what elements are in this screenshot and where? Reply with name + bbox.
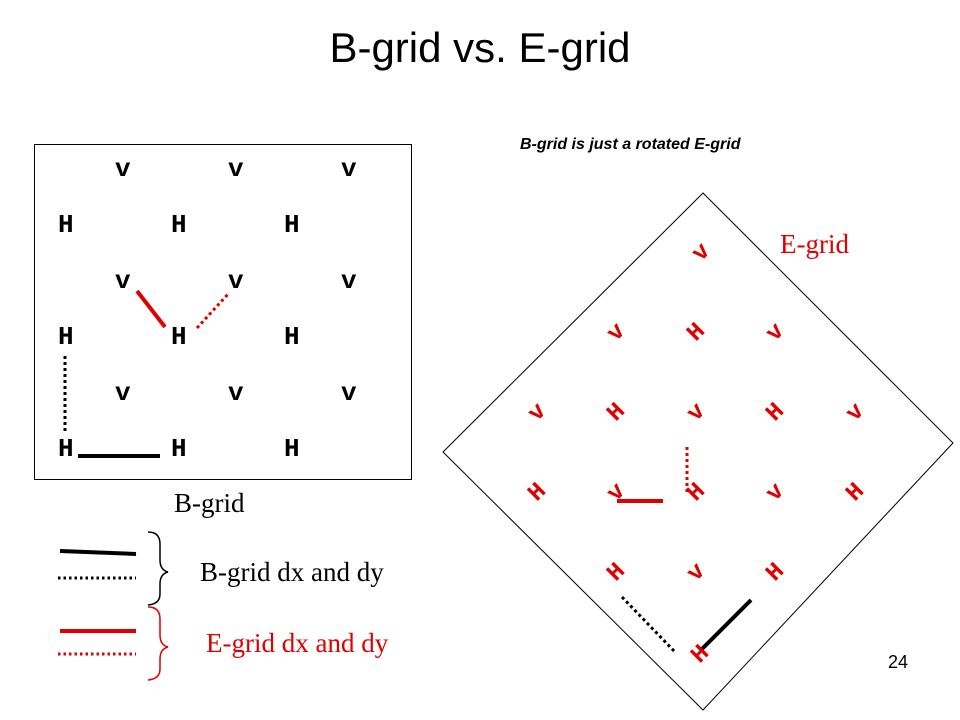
b-grid-label: B-grid bbox=[174, 488, 245, 518]
e-h-5: H bbox=[682, 478, 711, 507]
e-v-1: v bbox=[687, 238, 716, 267]
e-grid-legend-text: E-grid dx and dy bbox=[206, 628, 389, 658]
e-v-5: v bbox=[682, 398, 711, 427]
b-h-r2c1: H bbox=[58, 322, 74, 352]
b-v-r1c1: v bbox=[115, 154, 131, 184]
e-v-4: v bbox=[523, 398, 552, 427]
page-number: 24 bbox=[888, 652, 909, 672]
b-grid-legend-text: B-grid dx and dy bbox=[200, 557, 384, 587]
e-v-6: v bbox=[841, 398, 870, 427]
slide-title: B-grid vs. E-grid bbox=[329, 24, 631, 71]
e-v-3: v bbox=[761, 318, 790, 347]
e-v-8: v bbox=[761, 478, 790, 507]
e-h-1: H bbox=[682, 318, 711, 347]
b-grid-red-solid-line bbox=[135, 289, 167, 329]
b-h-r1c2: H bbox=[171, 210, 187, 240]
e-h-7: H bbox=[602, 558, 631, 587]
e-h-2: H bbox=[602, 398, 631, 427]
e-v-2: v bbox=[602, 318, 631, 347]
b-h-r1c1: H bbox=[58, 210, 74, 240]
b-v-r2c3: v bbox=[341, 266, 357, 296]
b-v-r2c1: v bbox=[115, 266, 131, 296]
e-grid-diamond bbox=[442, 192, 954, 711]
b-h-r3c2: H bbox=[171, 434, 187, 464]
e-grid-black-dotted-line bbox=[620, 595, 677, 654]
legend-black-solid bbox=[59, 549, 137, 556]
e-h-4: H bbox=[523, 478, 552, 507]
e-v-7: v bbox=[602, 478, 631, 507]
b-v-r1c2: v bbox=[228, 154, 244, 184]
slide-subtitle: B-grid is just a rotated E-grid bbox=[520, 136, 741, 153]
b-grid-box bbox=[34, 144, 412, 480]
b-h-r3c1: H bbox=[58, 434, 74, 464]
e-h-8: H bbox=[761, 558, 790, 587]
legend-black-brace bbox=[147, 531, 169, 606]
b-v-r3c1: v bbox=[115, 378, 131, 408]
b-h-r3c3: H bbox=[284, 434, 300, 464]
b-h-r2c3: H bbox=[284, 322, 300, 352]
b-v-r3c3: v bbox=[341, 378, 357, 408]
b-grid-red-dotted-line bbox=[195, 291, 231, 330]
b-v-r3c2: v bbox=[228, 378, 244, 408]
legend-red-brace bbox=[147, 606, 169, 681]
b-v-r1c3: v bbox=[341, 154, 357, 184]
e-h-9: H bbox=[686, 640, 715, 669]
b-h-r2c2: H bbox=[171, 322, 187, 352]
b-h-r1c3: H bbox=[284, 210, 300, 240]
e-h-3: H bbox=[761, 398, 790, 427]
e-v-9: v bbox=[682, 558, 711, 587]
e-grid-black-solid-line bbox=[698, 598, 753, 653]
e-h-6: H bbox=[841, 478, 870, 507]
e-grid-label: E-grid bbox=[780, 229, 849, 259]
b-v-r2c2: v bbox=[228, 266, 244, 296]
